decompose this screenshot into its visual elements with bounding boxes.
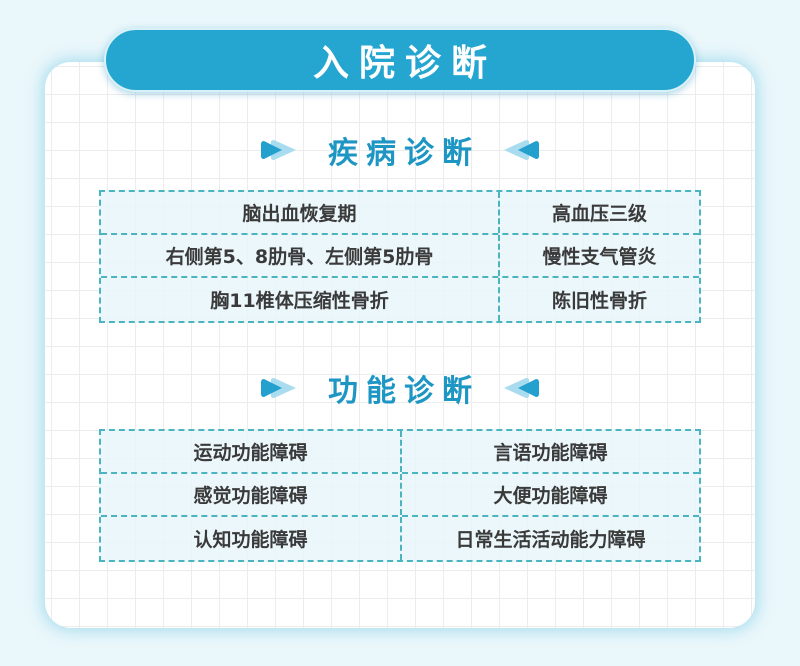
arrow-right-icon: [261, 140, 296, 160]
table-cell: 陈旧性骨折: [498, 278, 699, 321]
table-cell: 运动功能障碍: [193, 442, 308, 464]
table-row: 脑出血恢复期 高血压三级: [101, 192, 699, 235]
table-row: 胸11椎体压缩性骨折 陈旧性骨折: [101, 278, 699, 321]
page-title: 入院诊断: [312, 43, 497, 84]
table-row: 右侧第5、8肋骨、左侧第5肋骨 慢性支气管炎: [101, 235, 699, 278]
arrow-right-icon: [261, 378, 296, 398]
table-cell: 高血压三级: [498, 192, 699, 233]
arrow-left-icon: [504, 378, 539, 398]
table-cell: 感觉功能障碍: [193, 485, 308, 507]
disease-section-header: 疾病诊断: [0, 128, 800, 172]
function-section-header: 功能诊断: [0, 366, 800, 410]
function-diagnosis-table: 运动功能障碍 言语功能障碍 感觉功能障碍 大便功能障碍 认知功能障碍 日常生活活…: [99, 429, 701, 562]
function-section-title: 功能诊断: [328, 374, 480, 409]
disease-diagnosis-table: 脑出血恢复期 高血压三级 右侧第5、8肋骨、左侧第5肋骨 慢性支气管炎 胸11椎…: [99, 190, 701, 323]
table-cell: 脑出血恢复期: [242, 203, 357, 225]
table-cell: 日常生活活动能力障碍: [400, 517, 699, 560]
title-banner: 入院诊断: [104, 28, 696, 92]
arrow-left-icon: [504, 140, 539, 160]
table-row: 感觉功能障碍 大便功能障碍: [101, 474, 699, 517]
table-cell: 胸11椎体压缩性骨折: [210, 290, 389, 312]
table-cell: 言语功能障碍: [400, 431, 699, 472]
table-cell: 右侧第5、8肋骨、左侧第5肋骨: [165, 246, 434, 268]
table-cell: 慢性支气管炎: [498, 235, 699, 276]
table-row: 认知功能障碍 日常生活活动能力障碍: [101, 517, 699, 560]
table-row: 运动功能障碍 言语功能障碍: [101, 431, 699, 474]
table-cell: 认知功能障碍: [193, 529, 308, 551]
table-cell: 大便功能障碍: [400, 474, 699, 515]
disease-section-title: 疾病诊断: [328, 136, 480, 171]
